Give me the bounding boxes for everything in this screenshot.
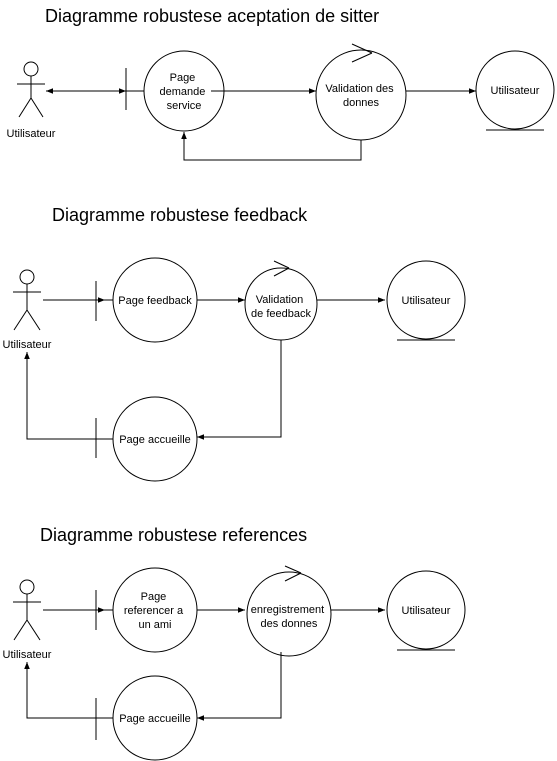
diagram-feedback: Diagramme robustese feedback Utilisateur… [3,205,466,482]
link-validation-accueille [197,340,282,440]
control-label: Validation des donnes [325,83,396,109]
control-label: enregistrement des donnes [251,604,327,630]
control-label: Validation de feedback [251,294,311,320]
entity-label: Utilisateur [402,295,451,307]
return-boundary-label: Page accueille [119,434,191,446]
boundary-label: Page feedback [118,295,192,307]
boundary-page-demande-service: Page demande service [125,50,225,132]
boundary-page-accueille: Page accueille [95,675,198,761]
link-accueille-actor [24,662,96,719]
actor-label: Utilisateur [7,128,56,140]
actor-utilisateur: Utilisateur [3,269,52,351]
entity-label: Utilisateur [491,85,540,97]
diagram-acceptation-sitter: Diagramme robustese aceptation de sitter… [7,6,555,161]
control-validation-feedback: Validation de feedback [244,260,318,341]
control-validation-donnes: Validation des donnes [315,43,407,141]
diagram3-title: Diagramme robustese references [40,525,307,545]
link-enregistrement-accueille [197,652,282,721]
actor-utilisateur: Utilisateur [3,579,52,661]
diagram1-title: Diagramme robustese aceptation de sitter [45,6,379,26]
diagram-references: Diagramme robustese references Utilisate… [3,525,466,761]
entity-utilisateur: Utilisateur [386,570,466,651]
control-enregistrement-donnes: enregistrement des donnes [246,565,332,657]
actor-label: Utilisateur [3,339,52,351]
entity-utilisateur: Utilisateur [475,50,555,131]
boundary-page-accueille: Page accueille [95,396,198,482]
actor-label: Utilisateur [3,649,52,661]
link-validation-back-to-page [181,132,362,161]
link-accueille-actor [24,352,96,440]
boundary-label: Page demande service [160,72,209,112]
entity-utilisateur: Utilisateur [386,260,466,341]
actor-utilisateur: Utilisateur [7,61,56,140]
return-boundary-label: Page accueille [119,713,191,725]
boundary-label: Page referencer a un ami [124,591,186,631]
boundary-page-feedback: Page feedback [95,257,198,343]
boundary-page-referencer: Page referencer a un ami [95,567,198,653]
diagram2-title: Diagramme robustese feedback [52,205,308,225]
entity-label: Utilisateur [402,605,451,617]
